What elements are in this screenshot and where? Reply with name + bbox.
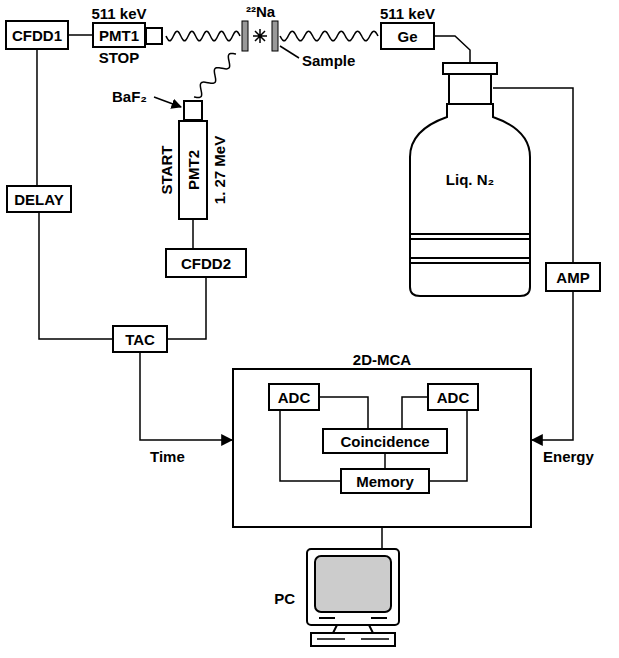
signal-line <box>435 36 470 62</box>
pmt-box: STARTPMT21. 27 MeV <box>178 120 208 220</box>
signal-line <box>280 411 340 481</box>
module-box: AMP <box>545 262 601 292</box>
signal-label: Time <box>150 448 185 465</box>
source-star <box>253 29 267 43</box>
node-text: 511 keV <box>380 5 435 22</box>
node-text: DELAY <box>14 191 63 208</box>
node-text: Liq. N₂ <box>446 171 494 188</box>
signal-line <box>402 397 427 428</box>
signal-line <box>39 213 112 339</box>
gamma-rays <box>166 31 378 97</box>
node-text: 1. 27 MeV <box>211 136 228 204</box>
node-text: CFDD2 <box>181 255 231 272</box>
leader-line <box>280 46 299 58</box>
gamma-wave <box>166 31 240 41</box>
module-box: DELAY <box>6 185 72 213</box>
gamma-wave <box>194 53 236 97</box>
mca-box: 2D-MCAADCADCCoincidenceMemory <box>232 368 532 528</box>
node-text: PMT1 <box>99 27 139 44</box>
node-text: CFDD1 <box>12 27 62 44</box>
node-text: 2D-MCA <box>353 351 411 368</box>
module-box: Coincidence <box>322 428 448 454</box>
module-box: Memory <box>340 468 430 494</box>
signal-line <box>430 411 467 481</box>
module-box: CFDD2 <box>165 248 247 278</box>
node-text: START <box>158 146 175 195</box>
baf2-crystal <box>146 28 162 44</box>
computer-drawing <box>305 548 401 648</box>
leader-line <box>154 97 181 107</box>
node-text: Ge <box>397 28 417 45</box>
node-text: 511 keV <box>91 5 146 22</box>
signal-line <box>36 50 38 185</box>
computer: PC <box>305 548 401 648</box>
part-label: ²²Na <box>246 3 275 20</box>
signal-line <box>532 292 573 440</box>
dewar: Liq. N₂ <box>405 62 535 297</box>
node-text: Coincidence <box>340 433 429 450</box>
node-text: PMT2 <box>185 150 202 190</box>
signal-line <box>381 528 383 548</box>
signal-line <box>140 353 232 440</box>
sample-slab <box>272 21 278 51</box>
pmt-box: 511 keVPMT1STOP <box>92 22 146 48</box>
signal-line <box>320 397 368 428</box>
signal-line <box>168 278 206 339</box>
node-text: Memory <box>356 473 414 490</box>
node-text: PC <box>274 590 295 607</box>
module-box: ADC <box>268 383 320 411</box>
module-box: ADC <box>427 383 479 411</box>
part-label: BaF₂ <box>112 88 147 105</box>
signal-line <box>192 220 194 248</box>
node-text: TAC <box>125 331 155 348</box>
node-text: ADC <box>437 389 470 406</box>
node-text: STOP <box>99 49 140 66</box>
signal-line <box>384 454 386 468</box>
part-label: Sample <box>302 52 355 69</box>
signal-line <box>69 34 92 36</box>
sample-slab <box>242 21 248 51</box>
gamma-wave <box>280 31 378 41</box>
module-box: CFDD1 <box>5 20 69 50</box>
detector-box: 511 keVGe <box>380 22 435 50</box>
module-box: TAC <box>112 325 168 353</box>
baf2-crystal <box>184 101 202 120</box>
node-text: AMP <box>556 269 589 286</box>
signal-label: Energy <box>543 448 594 465</box>
node-text: ADC <box>278 389 311 406</box>
